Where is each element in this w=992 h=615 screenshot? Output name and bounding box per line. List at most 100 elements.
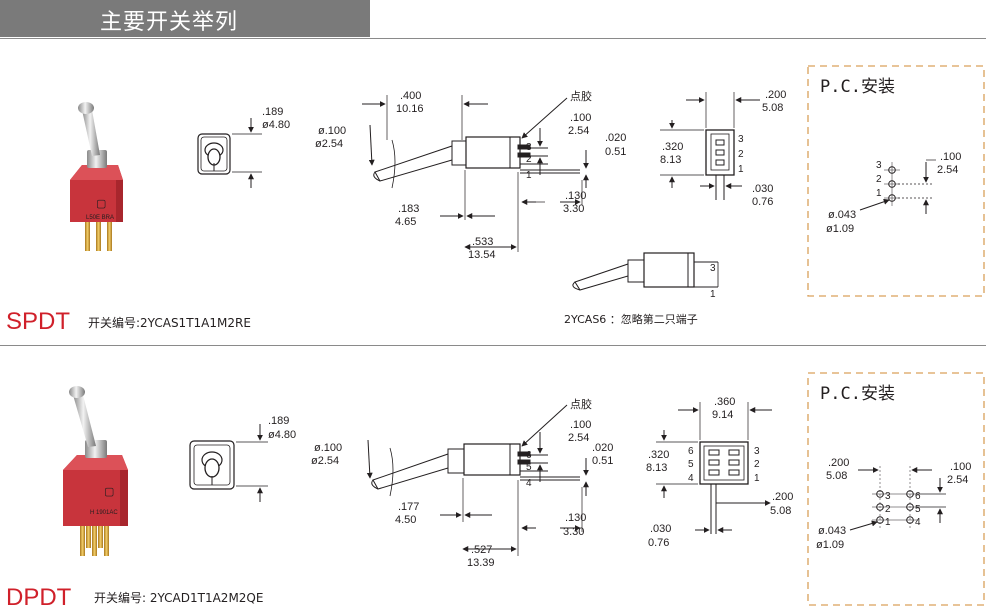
- spdt-dim-body-in: .533: [472, 236, 493, 248]
- spdt-pc-hole-in: ø.043: [828, 209, 856, 221]
- dpdt-back-pin-6: 6: [688, 446, 694, 457]
- dpdt-back-pin-4: 4: [688, 473, 694, 484]
- spdt-front-dim-in: .189: [262, 106, 283, 118]
- dpdt-dim-bush-mm: 4.50: [395, 514, 416, 526]
- spdt-pc-pitch-in: .100: [940, 151, 961, 163]
- header-rule: [0, 38, 986, 39]
- dpdt-back-pinw-in: .030: [650, 523, 671, 535]
- dpdt-back-pinw-mm: 0.76: [648, 537, 669, 549]
- spdt-pc-hole-mm: ø1.09: [826, 223, 854, 235]
- spdt-dim-bush-in: .183: [398, 203, 419, 215]
- dpdt-dim-body-mm: 13.39: [467, 557, 495, 569]
- dpdt-pin-label-5: 5: [526, 462, 532, 473]
- spdt-dim-pinthk-mm: 0.51: [605, 146, 626, 158]
- dpdt-front-dim-in: .189: [268, 415, 289, 427]
- dpdt-back-pin-2: 2: [754, 459, 760, 470]
- dpdt-model-label: DPDT: [6, 584, 72, 611]
- dpdt-back-pin-5: 5: [688, 459, 694, 470]
- spdt-dim-pitch-in: .100: [570, 112, 591, 124]
- dpdt-dim-pinthk-in: .020: [592, 442, 613, 454]
- spdt-pc-title: P.C.安装: [820, 77, 895, 97]
- dpdt-dim-pitch-in: .100: [570, 419, 591, 431]
- spdt-dim-pinlen-mm: 3.30: [563, 203, 584, 215]
- spdt-body-marking: L50E BRA: [86, 215, 114, 221]
- spdt-variant-pin-1: 1: [710, 289, 716, 300]
- spdt-variant-pin-3: 3: [710, 263, 716, 274]
- dpdt-pc-hole-mm: ø1.09: [816, 539, 844, 551]
- spdt-back-pinw-in: .030: [752, 183, 773, 195]
- spdt-dim-length-mm: 10.16: [396, 103, 424, 115]
- spdt-dim-pinthk-in: .020: [605, 132, 626, 144]
- spdt-back-pin-1: 1: [738, 164, 744, 175]
- spdt-pin-label-3: 3: [526, 142, 532, 153]
- dpdt-pc-pitch-in: .100: [950, 461, 971, 473]
- dpdt-pc-pitch-mm: 2.54: [947, 474, 968, 486]
- dpdt-pc-pin-2: 2: [885, 504, 891, 515]
- spdt-dim-dia-in: ø.100: [318, 125, 346, 137]
- dpdt-back-height-mm: 8.13: [646, 462, 667, 474]
- spdt-switch-photo: ▢ L50E BRA: [70, 102, 123, 251]
- spdt-pc-layout: [859, 159, 936, 214]
- dpdt-back-pin-1: 1: [754, 473, 760, 484]
- dpdt-pc-title: P.C.安装: [820, 384, 895, 404]
- dpdt-dim-pitch-mm: 2.54: [568, 432, 589, 444]
- dpdt-pc-frame: [807, 372, 985, 606]
- dpdt-pc-row-mm: 5.08: [826, 470, 847, 482]
- spdt-variant-note: 2YCAS6 ：忽略第二只端子: [564, 312, 698, 326]
- dpdt-dim-body-in: .527: [471, 544, 492, 556]
- section-divider: [0, 345, 986, 346]
- dpdt-pc-pin-6: 6: [915, 491, 921, 502]
- spdt-section: ▢ L50E BRA .189 ø4.80: [70, 65, 985, 326]
- spdt-glue-label: 点胶: [570, 89, 592, 103]
- spdt-front-view: [197, 118, 262, 188]
- dpdt-back-spacing-in: .200: [772, 491, 793, 503]
- spdt-dim-pitch-mm: 2.54: [568, 125, 589, 137]
- spdt-pc-pin-2: 2: [876, 174, 882, 185]
- dpdt-dim-bush-in: .177: [398, 501, 419, 513]
- dpdt-pc-hole-in: ø.043: [818, 525, 846, 537]
- spdt-dim-length-in: .400: [400, 90, 421, 102]
- dpdt-front-view: [189, 424, 268, 502]
- spdt-back-width-in: .200: [765, 89, 786, 101]
- svg-text:▢: ▢: [104, 486, 114, 498]
- svg-text:▢: ▢: [96, 198, 106, 210]
- dpdt-back-width-in: .360: [714, 396, 735, 408]
- dpdt-side-view: [366, 404, 589, 556]
- spdt-back-pin-3: 3: [738, 134, 744, 145]
- dpdt-front-dim-mm: ø4.80: [268, 429, 296, 441]
- spdt-pc-pin-3: 3: [876, 160, 882, 171]
- dpdt-pc-layout: [849, 466, 946, 531]
- dpdt-dim-pinlen-in: .130: [565, 512, 586, 524]
- spdt-pc-frame: [807, 65, 985, 297]
- dpdt-pc-pin-1: 1: [885, 517, 891, 528]
- dpdt-dim-pinthk-mm: 0.51: [592, 455, 613, 467]
- dpdt-glue-label: 点胶: [570, 397, 592, 411]
- page-title: 主要开关举列: [100, 10, 239, 35]
- spdt-back-pin-2: 2: [738, 149, 744, 160]
- dpdt-dim-pinlen-mm: 3.30: [563, 526, 584, 538]
- spdt-dim-pinlen-in: .130: [565, 190, 586, 202]
- dpdt-pin-label-4: 4: [526, 478, 532, 489]
- spdt-side-view: [362, 95, 589, 252]
- spdt-back-pinw-mm: 0.76: [752, 196, 773, 208]
- spdt-pin-label-2: 2: [526, 154, 532, 165]
- dpdt-back-width-mm: 9.14: [712, 409, 733, 421]
- dpdt-switch-photo: ▢ H 1901AC: [63, 386, 128, 556]
- dpdt-back-height-in: .320: [648, 449, 669, 461]
- dpdt-body-marking: H 1901AC: [90, 510, 118, 516]
- spdt-pc-pitch-mm: 2.54: [937, 164, 958, 176]
- spdt-dim-bush-mm: 4.65: [395, 216, 416, 228]
- dpdt-pc-pin-3: 3: [885, 491, 891, 502]
- spdt-back-height-in: .320: [662, 141, 683, 153]
- spdt-part-number: 开关编号:2YCAS1T1A1M2RE: [88, 316, 251, 330]
- dpdt-back-view: [656, 402, 772, 534]
- spdt-back-view: [660, 92, 760, 200]
- spdt-dim-dia-mm: ø2.54: [315, 138, 343, 150]
- dpdt-pc-pin-4: 4: [915, 517, 921, 528]
- dpdt-section: ▢ H 1901AC .189 ø4.80: [63, 372, 985, 606]
- dpdt-pc-pin-5: 5: [915, 504, 921, 515]
- dpdt-pc-row-in: .200: [828, 457, 849, 469]
- spdt-pc-pin-1: 1: [876, 188, 882, 199]
- spdt-back-width-mm: 5.08: [762, 102, 783, 114]
